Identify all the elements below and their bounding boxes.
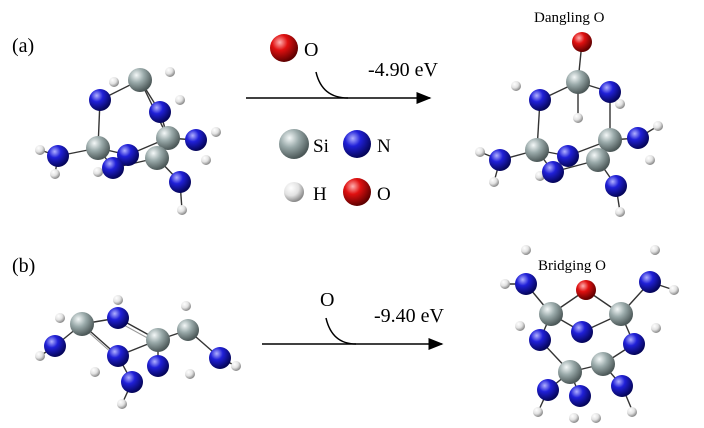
panel-b-label: (b) xyxy=(12,255,35,277)
energy-a: -4.90 eV xyxy=(368,59,439,81)
reactant-o-atom-a xyxy=(270,34,298,62)
reactant-curve-b xyxy=(325,317,357,345)
panel-b-reaction: O -9.40 eV xyxy=(262,289,445,350)
legend-h-label: H xyxy=(313,184,327,205)
reactant-curve-a xyxy=(315,71,349,99)
product-a-label: Dangling O xyxy=(534,10,605,26)
panel-a-reaction: O -4.90 eV xyxy=(246,34,439,104)
molecule-b-product: Bridging O xyxy=(500,245,679,423)
legend-n-label: N xyxy=(377,136,391,157)
legend-si-swatch xyxy=(279,129,309,159)
energy-b: -9.40 eV xyxy=(374,305,445,327)
panel-a-label: (a) xyxy=(12,35,34,57)
legend-o-label: O xyxy=(377,184,391,205)
atom-legend: Si N H O xyxy=(279,129,391,206)
legend-si-label: Si xyxy=(313,136,329,157)
molecule-a-product: Dangling O xyxy=(475,10,663,217)
legend-o-swatch xyxy=(343,178,371,206)
product-b-label: Bridging O xyxy=(538,258,606,274)
legend-n-swatch xyxy=(343,130,371,158)
reactant-o-label-a: O xyxy=(304,39,318,61)
legend-h-swatch xyxy=(284,182,304,202)
reactant-o-label-b: O xyxy=(320,289,334,311)
molecule-b-reactant xyxy=(35,295,241,409)
molecule-a-reactant xyxy=(35,67,221,215)
